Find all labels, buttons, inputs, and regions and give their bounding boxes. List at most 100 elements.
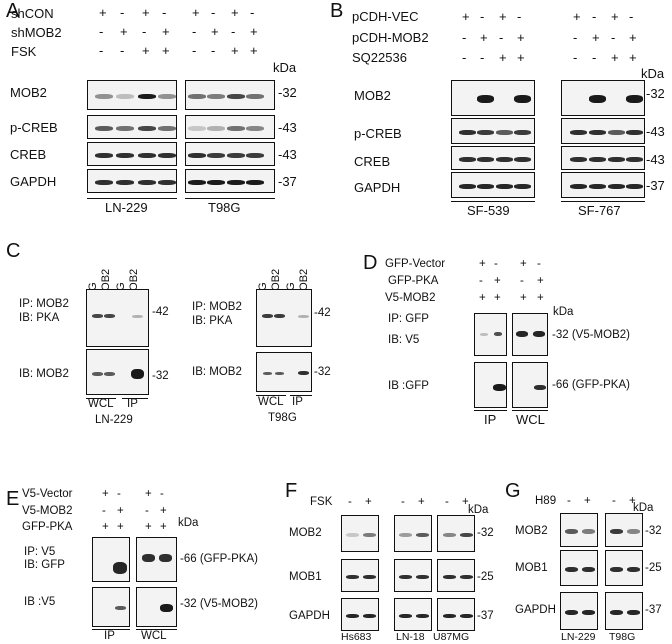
- blot-t98g: [185, 142, 275, 166]
- sign: +: [584, 495, 591, 507]
- sign: -: [211, 5, 216, 20]
- band: [91, 314, 103, 318]
- sign: +: [117, 521, 124, 533]
- band: [415, 574, 429, 579]
- band: [103, 314, 115, 318]
- row-label: GAPDH: [515, 604, 556, 616]
- band: [513, 129, 531, 135]
- band: [297, 371, 309, 375]
- sign: +: [231, 43, 239, 58]
- band: [607, 183, 625, 189]
- band: [158, 125, 176, 131]
- panel-letter-f: F: [285, 480, 298, 502]
- sign: +: [629, 495, 636, 507]
- blot-sf767: [561, 80, 645, 116]
- band: [442, 574, 456, 579]
- sign: +: [494, 275, 501, 287]
- cell-line-label: U87MG: [433, 631, 470, 643]
- treatment-label: H89: [535, 495, 557, 507]
- band: [91, 372, 103, 376]
- sign: +: [499, 50, 507, 65]
- group-label: IP: [104, 630, 115, 642]
- blot-ln229: [87, 115, 177, 139]
- row-label: MOB1: [289, 571, 322, 583]
- sign: -: [120, 43, 125, 58]
- row-label: GAPDH: [289, 610, 330, 622]
- band: [207, 179, 225, 185]
- group-line: [512, 410, 548, 411]
- band: [138, 179, 156, 185]
- band: [495, 156, 513, 162]
- band: [480, 332, 488, 336]
- band: [362, 574, 376, 579]
- sign: -: [120, 5, 125, 20]
- sign: -: [567, 495, 571, 507]
- band: [494, 332, 502, 336]
- cell-line-label: T98G: [609, 631, 636, 643]
- band: [227, 152, 245, 158]
- band: [207, 152, 225, 158]
- panel-letter-d: D: [363, 252, 378, 274]
- condition-label: V5-MOB2: [22, 505, 73, 517]
- sign: -: [520, 275, 524, 287]
- row-label: MOB2: [289, 527, 322, 539]
- sign: -: [479, 275, 483, 287]
- sign: +: [120, 24, 128, 39]
- sign: +: [462, 496, 469, 508]
- panel-letter-e: E: [6, 488, 20, 510]
- sign: -: [102, 505, 106, 517]
- band: [625, 129, 643, 135]
- kda-marker: -43: [278, 120, 297, 135]
- row-label: GAPDH: [354, 180, 401, 195]
- band: [158, 179, 176, 185]
- sign: -: [592, 50, 597, 65]
- blot-t98g-pka: [256, 289, 312, 347]
- band: [459, 613, 473, 618]
- kda-unit: kDa: [468, 504, 489, 516]
- band: [273, 314, 285, 318]
- band: [626, 609, 640, 615]
- sign: +: [494, 292, 501, 304]
- sign: -: [142, 24, 147, 39]
- sign: +: [517, 50, 525, 65]
- sign: -: [145, 505, 149, 517]
- sign: -: [480, 9, 485, 24]
- band: [442, 532, 456, 537]
- band: [158, 152, 176, 158]
- band: [569, 129, 587, 135]
- band: [513, 156, 531, 162]
- blot-ln229: [87, 80, 177, 110]
- sign: +: [99, 5, 107, 20]
- blot-ln229: [560, 592, 598, 630]
- blot-sf539: [451, 146, 535, 170]
- sign: +: [479, 292, 486, 304]
- band: [297, 314, 309, 318]
- cell-line-label: SF-767: [578, 203, 621, 218]
- blot-ip: [474, 313, 507, 356]
- cell-line-label: LN-229: [105, 200, 148, 215]
- band: [513, 183, 531, 189]
- sign: +: [231, 5, 239, 20]
- sign: +: [250, 24, 258, 39]
- sign: +: [145, 521, 152, 533]
- kda-marker: -32: [314, 366, 331, 378]
- blot-t98g: [605, 592, 643, 630]
- row-label: IP: MOB2: [192, 301, 242, 313]
- kda-marker: -32: [278, 85, 297, 100]
- row-label: IP: GFP: [388, 313, 429, 325]
- condition-label: FSK: [11, 44, 37, 59]
- band: [274, 371, 284, 375]
- kda-marker: -43: [646, 152, 665, 167]
- cell-line-label: Hs683: [341, 631, 372, 643]
- kda-marker: -32: [646, 86, 665, 101]
- row-label: MOB2: [354, 88, 391, 103]
- blot-0: [341, 598, 379, 631]
- blot-sf767: [561, 118, 645, 144]
- sign: +: [520, 292, 527, 304]
- group-label: WCL: [258, 396, 284, 408]
- cell-line-label: SF-539: [467, 203, 510, 218]
- blot-ln229-mob2: [86, 349, 149, 395]
- band: [95, 125, 113, 131]
- band: [581, 566, 595, 572]
- band: [398, 532, 412, 537]
